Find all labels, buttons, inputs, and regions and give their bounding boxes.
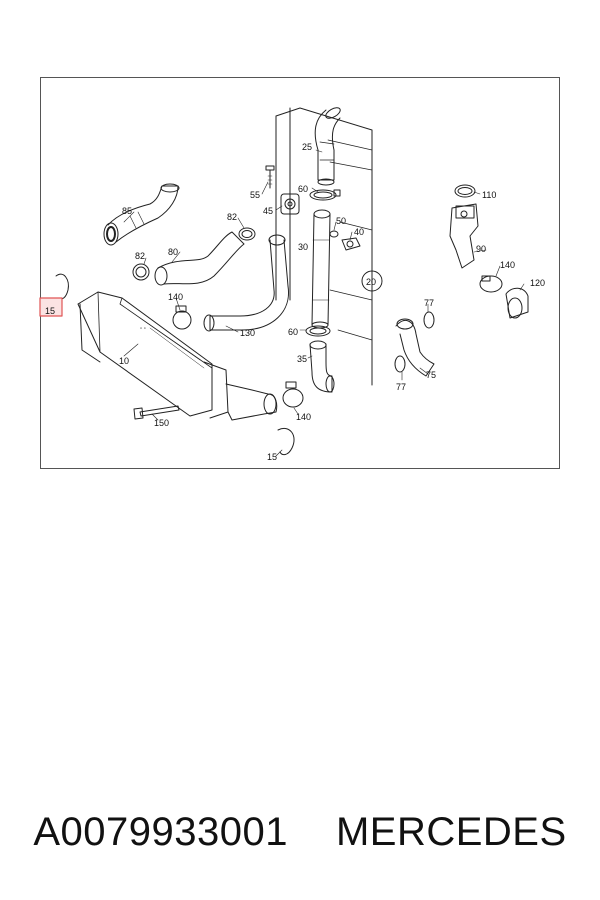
part-50-oring [329, 230, 339, 238]
callout-10: 10 [119, 356, 129, 366]
part-90-housing [449, 203, 479, 269]
part-110-seal [454, 184, 476, 198]
callout-77-upper: 77 [424, 298, 434, 308]
callout-15-highlighted: 15 [45, 306, 55, 316]
part-number: A0079933001 [33, 809, 288, 854]
callout-85: 85 [122, 206, 132, 216]
parts-diagram-frame [40, 77, 560, 469]
callout-82-upper: 82 [227, 212, 237, 222]
part-40-sensor [341, 237, 361, 251]
callout-labels: 25 55 60 110 85 45 82 50 40 80 30 82 90 … [45, 142, 545, 462]
callout-80: 80 [168, 247, 178, 257]
callout-60-upper: 60 [298, 184, 308, 194]
callout-120: 120 [530, 278, 545, 288]
part-85-hose [103, 183, 180, 246]
callout-45: 45 [263, 206, 273, 216]
callout-130: 130 [240, 328, 255, 338]
part-60-clamp-lower [305, 325, 331, 337]
part-20-group-marker [361, 270, 383, 292]
callout-55: 55 [250, 190, 260, 200]
callout-110: 110 [482, 190, 496, 200]
part-150-bolt [133, 405, 180, 420]
part-35-elbow [309, 340, 335, 393]
part-45-sensor [280, 193, 300, 215]
callout-90: 90 [476, 244, 486, 254]
part-120-elbow [505, 287, 529, 319]
part-30-pipe [311, 209, 331, 329]
part-caption: A0079933001 MERCEDES [0, 800, 600, 864]
part-130-hose [203, 234, 289, 332]
leader-lines [123, 149, 525, 457]
part-15-bracket-left [55, 273, 69, 300]
part-82-oring-lower [132, 263, 150, 281]
callout-82-lower: 82 [135, 251, 145, 261]
callout-40: 40 [354, 227, 364, 237]
part-25-hose [314, 107, 341, 186]
part-140-clamp-left [172, 305, 192, 330]
callout-30: 30 [298, 242, 308, 252]
callout-60-lower: 60 [288, 327, 298, 337]
part-77-oring-upper [423, 311, 435, 329]
part-82-oring-upper [238, 227, 256, 241]
part-60-clamp [309, 189, 341, 201]
parts-diagram: ▫ ▫ [39, 107, 545, 462]
callout-140-right: 140 [500, 260, 515, 270]
part-75-hose [395, 318, 435, 377]
callout-25: 25 [302, 142, 312, 152]
callout-150: 150 [154, 418, 169, 428]
callout-20: 20 [366, 277, 376, 287]
callout-15-lower: 15 [267, 452, 277, 462]
part-80-hose [154, 231, 245, 286]
part-15-bracket-lower [277, 428, 295, 456]
part-77-oring-lower [394, 355, 406, 373]
part-10-intercooler: ▫ ▫ [77, 291, 278, 421]
callout-35: 35 [297, 354, 307, 364]
callout-140-lower: 140 [296, 412, 311, 422]
part-140-clamp-right [479, 275, 503, 293]
highlight-box-15 [39, 297, 63, 317]
callout-75: 75 [426, 370, 436, 380]
part-55-screw [265, 165, 275, 189]
callout-77-lower: 77 [396, 382, 406, 392]
brand-name: MERCEDES [335, 809, 567, 854]
part-140-clamp-lower [282, 381, 304, 408]
callout-50: 50 [336, 216, 346, 226]
svg-text:▫ ▫: ▫ ▫ [140, 326, 146, 332]
callout-140-left: 140 [168, 292, 183, 302]
